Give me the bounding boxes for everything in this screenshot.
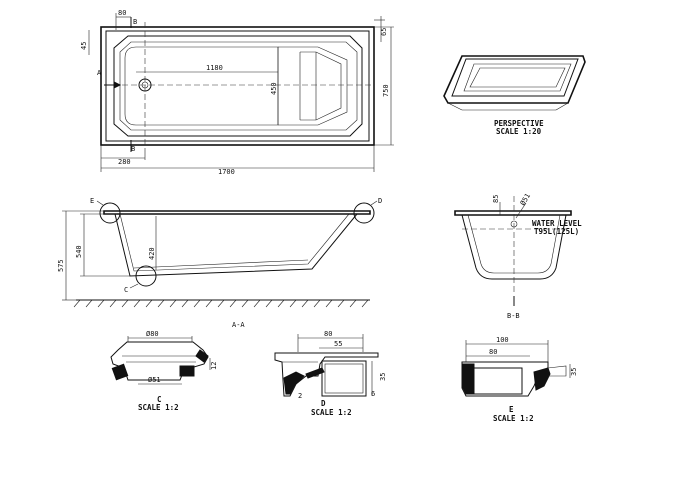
section-b-top-marker: B bbox=[133, 18, 137, 26]
detail-e-label: E bbox=[509, 405, 514, 414]
detail-marker-c: C bbox=[124, 286, 128, 294]
dim-e-width: 100 bbox=[496, 336, 509, 344]
dim-c-bottom: Ø51 bbox=[148, 376, 161, 384]
detail-d: 80 55 35 2 6 D SCALE 1:2 bbox=[274, 330, 387, 417]
dim-d-height: 35 bbox=[379, 373, 387, 381]
dim-inner-width: 450 bbox=[270, 82, 278, 95]
dim-e-inner: 80 bbox=[489, 348, 497, 356]
section-a-a-title: A-A bbox=[232, 321, 245, 329]
dim-d-width: 80 bbox=[324, 330, 332, 338]
dim-d-small-b: 6 bbox=[371, 390, 375, 398]
water-level-title: WATER LEVEL bbox=[532, 219, 582, 228]
dim-overall-length: 1700 bbox=[218, 168, 235, 176]
water-level-value: T95L(125L) bbox=[534, 227, 579, 236]
perspective-title: PERSPECTIVE bbox=[494, 119, 544, 128]
dim-overall-height: 575 bbox=[57, 259, 65, 272]
detail-c: Ø80 Ø51 12 C SCALE 1:2 bbox=[110, 330, 218, 412]
dim-e-height: 35 bbox=[570, 368, 578, 376]
detail-marker-d: D bbox=[378, 197, 382, 205]
dim-d-small-a: 2 bbox=[298, 392, 302, 400]
dim-waste-offset: 280 bbox=[118, 158, 131, 166]
dim-inner-depth: 540 bbox=[75, 245, 83, 258]
floor-hatch bbox=[73, 299, 369, 308]
section-b-b-title: B-B bbox=[507, 312, 520, 320]
perspective-view: PERSPECTIVE SCALE 1:20 bbox=[443, 55, 586, 136]
detail-c-label: C bbox=[157, 395, 162, 404]
section-b-b: 85 Ø51 WATER LEVEL T95L(125L) B-B bbox=[454, 192, 582, 320]
perspective-scale: SCALE 1:20 bbox=[496, 127, 542, 136]
dim-top-offset: 80 bbox=[118, 9, 126, 17]
detail-d-label: D bbox=[321, 399, 326, 408]
detail-c-scale: SCALE 1:2 bbox=[138, 403, 179, 412]
dim-bb-rim: 85 bbox=[492, 195, 500, 203]
dim-water-depth: 420 bbox=[148, 247, 156, 260]
section-a-a: E D C 575 540 420 A-A bbox=[57, 197, 382, 329]
section-b-bottom-marker: B bbox=[131, 145, 135, 153]
detail-marker-e: E bbox=[90, 197, 94, 205]
dim-c-height: 12 bbox=[210, 362, 218, 370]
detail-e: 100 80 35 E SCALE 1:2 bbox=[461, 336, 578, 423]
detail-d-scale: SCALE 1:2 bbox=[311, 408, 352, 417]
dim-overall-width: 750 bbox=[382, 84, 390, 97]
dim-c-top: Ø80 bbox=[146, 330, 159, 338]
dim-inner-length: 1180 bbox=[206, 64, 223, 72]
dim-d-inner: 55 bbox=[334, 340, 342, 348]
dim-right-rim: 65 bbox=[380, 28, 388, 36]
dim-bb-waste: Ø51 bbox=[519, 192, 532, 207]
dim-top-side: 45 bbox=[80, 42, 88, 50]
section-a-marker: A bbox=[97, 69, 102, 77]
plan-view: A B B 80 45 1180 450 65 750 280 bbox=[80, 9, 394, 176]
detail-e-scale: SCALE 1:2 bbox=[493, 414, 534, 423]
